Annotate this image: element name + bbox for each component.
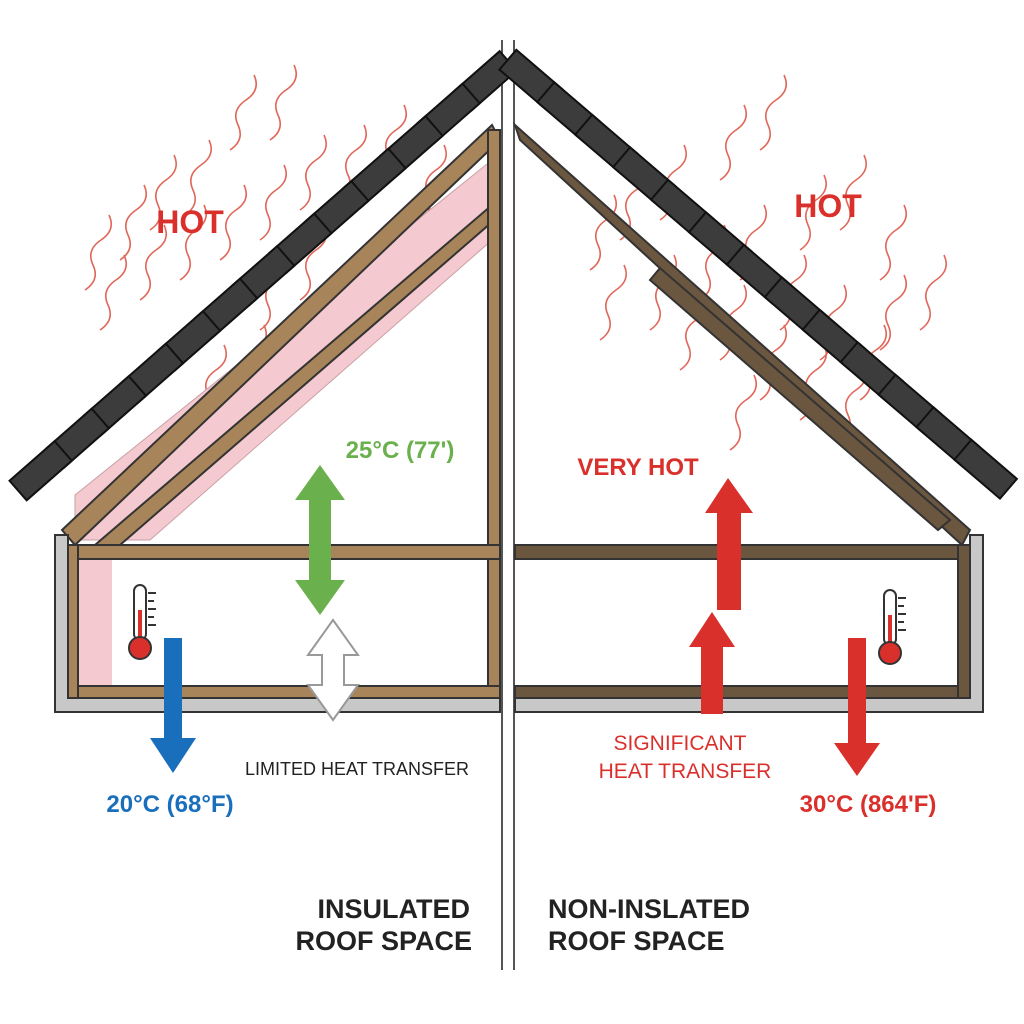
- heat-wave-icon: [879, 274, 907, 351]
- heat-wave-icon: [599, 264, 627, 341]
- purlin: [648, 266, 952, 532]
- rafter: [60, 123, 502, 547]
- heat-wave-icon: [419, 144, 447, 221]
- arrow-up-icon: [689, 612, 735, 714]
- wall-stud: [957, 544, 971, 699]
- title-left: ROOF SPACE: [295, 926, 472, 956]
- room-temp-right: 30°C (864'F): [800, 791, 937, 818]
- heat-wave-icon: [139, 224, 167, 301]
- transfer-label-right: SIGNIFICANT: [613, 732, 746, 755]
- arrow-down-icon: [150, 638, 196, 773]
- heat-wave-icon: [184, 139, 212, 216]
- non-insulated-roof: [498, 48, 1019, 713]
- heat-wave-icon: [759, 74, 787, 151]
- heat-wave-icon: [589, 194, 617, 271]
- shingle: [8, 439, 74, 502]
- title-right: NON-INSLATED: [548, 894, 750, 924]
- heat-wave-icon: [84, 214, 112, 291]
- heat-wave-icon: [719, 104, 747, 181]
- ceiling-joist: [514, 544, 971, 560]
- shingles: [8, 49, 519, 502]
- heat-wave-icon: [149, 154, 177, 231]
- hot-label-right: HOT: [794, 188, 862, 224]
- title-left: INSULATED: [318, 894, 471, 924]
- king-post: [487, 129, 501, 696]
- heat-wave-icon: [839, 154, 867, 231]
- heat-wave-icon: [879, 204, 907, 281]
- heat-wave-icon: [119, 184, 147, 261]
- double-arrow-icon: [295, 465, 345, 615]
- hot-label-left: HOT: [156, 204, 224, 240]
- heat-wave-icon: [729, 374, 757, 451]
- floor-joist: [67, 685, 501, 699]
- transfer-label-left: LIMITED HEAT TRANSFER: [245, 759, 469, 779]
- transfer-label-right: HEAT TRANSFER: [599, 760, 772, 783]
- title-right: ROOF SPACE: [548, 926, 725, 956]
- heat-wave-icon: [799, 174, 827, 251]
- double-arrow-icon: [306, 618, 360, 722]
- heat-wave-icon: [299, 134, 327, 211]
- thermometer-icon: [128, 584, 156, 660]
- thermometer-icon: [878, 589, 906, 665]
- shingle: [953, 438, 1019, 501]
- attic-label-right: VERY HOT: [577, 454, 699, 481]
- heat-wave-icon: [219, 184, 247, 261]
- heat-wave-icon: [259, 164, 287, 241]
- heat-wave-icon: [229, 74, 257, 151]
- ceiling-joist: [67, 544, 501, 560]
- arrow-up-icon: [705, 478, 753, 610]
- floor-joist: [514, 685, 971, 699]
- insulated-roof: [8, 49, 519, 713]
- room-temp-left: 20°C (68°F): [106, 791, 233, 818]
- heat-wave-icon: [919, 254, 947, 331]
- arrow-down-icon: [834, 638, 880, 776]
- heat-wave-icon: [269, 64, 297, 141]
- attic-temp-left: 25°C (77'): [346, 437, 455, 464]
- heat-wave-icon: [179, 204, 207, 281]
- shingles: [498, 48, 1019, 501]
- wall-stud: [67, 544, 79, 699]
- heat-wave-icon: [99, 254, 127, 331]
